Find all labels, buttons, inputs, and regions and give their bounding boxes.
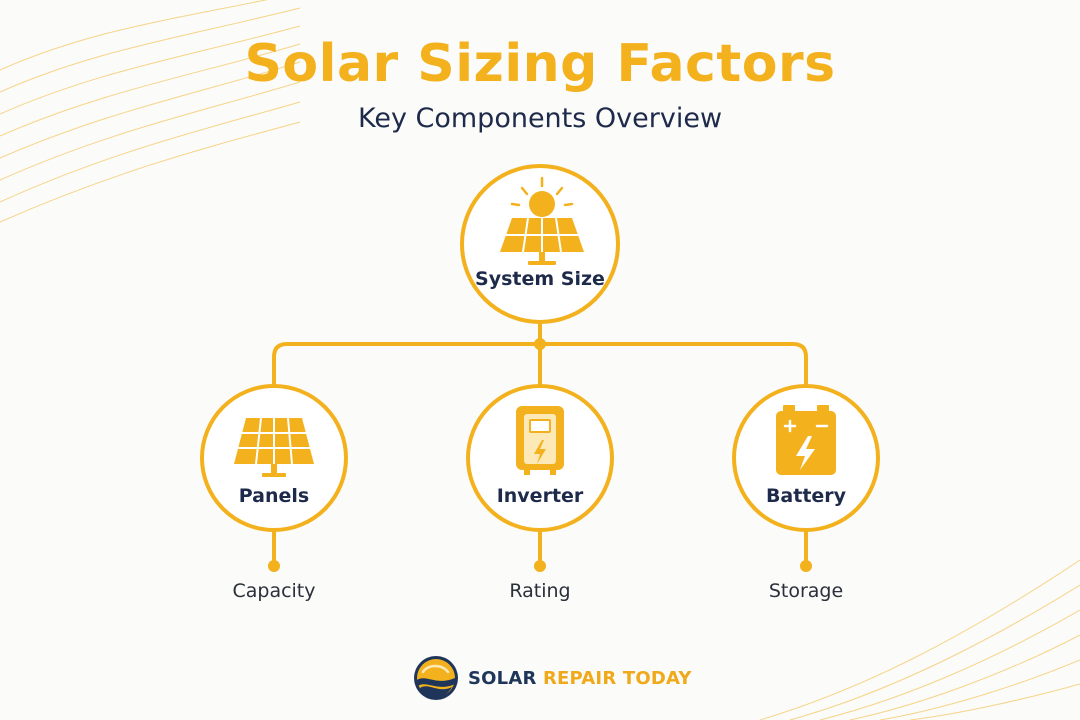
brand-logo-icon bbox=[414, 656, 458, 700]
battery-node-label: Battery bbox=[765, 485, 847, 507]
brand-name-part1: SOLAR bbox=[468, 667, 543, 689]
battery-icon bbox=[776, 405, 836, 475]
brand-name-part2: REPAIR TODAY bbox=[543, 667, 692, 689]
battery-detail-label: Storage bbox=[768, 580, 844, 602]
brand-logo: SOLAR REPAIR TODAY bbox=[412, 651, 692, 705]
junction-dot bbox=[534, 338, 546, 350]
page-title: Solar Sizing Factors bbox=[244, 34, 836, 94]
sun-panel-icon bbox=[500, 176, 584, 265]
root-node-label: System Size bbox=[475, 268, 605, 290]
panels-detail-label: Capacity bbox=[232, 580, 316, 602]
panels-node-label: Panels bbox=[238, 485, 310, 507]
inverter-detail-label: Rating bbox=[509, 580, 571, 602]
leaf-dot-inverter bbox=[534, 560, 546, 572]
inverter-icon bbox=[516, 406, 564, 475]
page-subtitle: Key Components Overview bbox=[357, 103, 723, 134]
solar-panel-icon bbox=[234, 417, 314, 477]
brand-name: SOLAR REPAIR TODAY bbox=[468, 668, 692, 689]
inverter-node-label: Inverter bbox=[496, 485, 584, 507]
leaf-dot-battery bbox=[800, 560, 812, 572]
leaf-dot-panels bbox=[268, 560, 280, 572]
